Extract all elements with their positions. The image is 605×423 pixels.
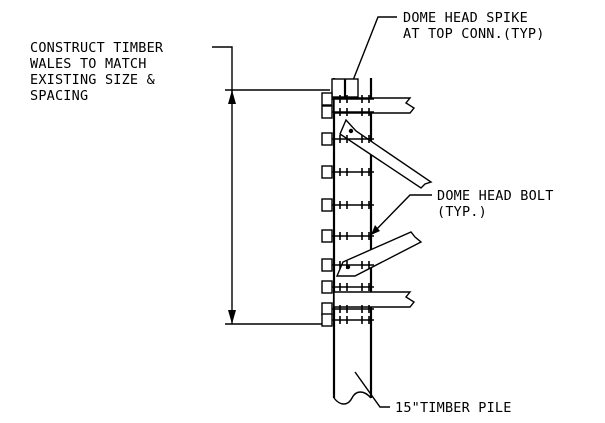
spike-leader-line: [345, 16, 397, 99]
brace-upper-bolt-dot: [348, 128, 354, 134]
bolt-head: [321, 92, 333, 106]
bolt-leader-line: [371, 194, 432, 235]
brace-upper: [339, 118, 433, 189]
construct-wales-label-line4: SPACING: [30, 88, 88, 104]
timber-wales: [333, 97, 416, 308]
wale-top: [333, 97, 416, 114]
wale-spacing-dimension: [225, 89, 330, 325]
timber-pile-label: 15"TIMBER PILE: [395, 400, 512, 416]
bolt-head: [321, 313, 333, 327]
dimension-arrow-bottom: [228, 310, 236, 324]
bolt-head: [321, 132, 333, 146]
diagonal-braces: [335, 118, 433, 277]
wale-bottom: [333, 291, 416, 308]
construct-wales-label-line1: CONSTRUCT TIMBER: [30, 40, 164, 56]
bolt-head: [321, 105, 333, 119]
bolt-head: [321, 280, 333, 294]
pile-leader-line: [354, 371, 390, 408]
brace-lower: [335, 231, 423, 277]
dome-head-bolt-label-line1: DOME HEAD BOLT: [437, 188, 554, 204]
bolt-head: [321, 165, 333, 179]
construct-wales-label-line3: EXISTING SIZE &: [30, 72, 156, 88]
dome-head-bolt-label-line2: (TYP.): [437, 204, 487, 220]
dome-head-spike-label-line2: AT TOP CONN.(TYP): [403, 26, 545, 42]
bolt-leader-arrowhead: [371, 225, 380, 235]
bolt-head: [321, 258, 333, 272]
callout-labels: DOME HEAD SPIKE AT TOP CONN.(TYP) CONSTR…: [30, 10, 554, 416]
pile-break-line: [333, 391, 372, 405]
leader-lines: [212, 16, 432, 408]
bolt-head: [321, 302, 333, 316]
bolt-head: [321, 229, 333, 243]
dome-head-bolts: [321, 92, 374, 327]
bolt-head: [321, 198, 333, 212]
construct-wales-label-line2: WALES TO MATCH: [30, 56, 147, 72]
dimension-arrow-top: [228, 90, 236, 104]
dome-head-spike-label-line1: DOME HEAD SPIKE: [403, 10, 528, 26]
wales-leader-line: [212, 46, 233, 92]
